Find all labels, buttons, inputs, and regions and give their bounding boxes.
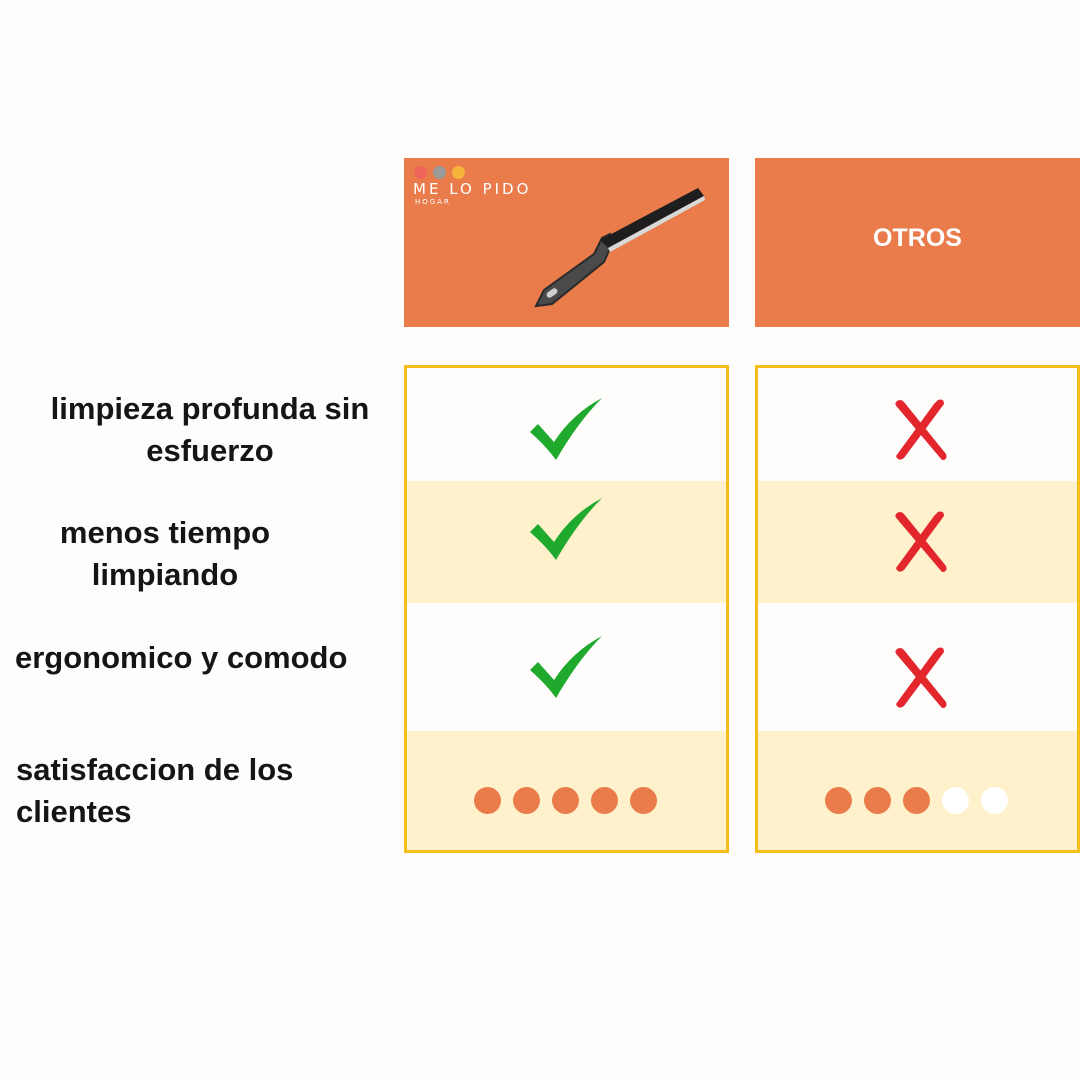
rating-dot-filled: [825, 787, 852, 814]
others-header-label: OTROS: [873, 224, 962, 252]
cross-icon: [895, 399, 947, 460]
check-icon: [530, 498, 602, 560]
rating-dot-filled: [630, 787, 657, 814]
brand-column-frame: [404, 365, 729, 853]
cross-icon: [895, 647, 947, 708]
row-label-less-time: menos tiempo limpiando: [59, 515, 271, 592]
brand-header-card: ME LO PIDO HOGAR: [404, 158, 729, 327]
row-label-satisfaction: satisfaccion de los clientes: [16, 752, 294, 829]
brand-name: ME LO PIDO: [413, 180, 532, 198]
rating-dot-filled: [591, 787, 618, 814]
check-icon: [530, 636, 602, 698]
brush-product-image: [534, 188, 705, 308]
logo-dot-red: [414, 166, 427, 179]
column-gap: [728, 470, 755, 860]
brand-rating: [474, 787, 657, 814]
others-header-card: OTROS: [755, 158, 1080, 327]
rating-dot-empty: [981, 787, 1008, 814]
others-rating: [825, 787, 1008, 814]
row-label-ergonomic: ergonomico y comodo: [15, 640, 348, 675]
rating-dot-filled: [864, 787, 891, 814]
rating-dot-filled: [903, 787, 930, 814]
brand-subtitle: HOGAR: [415, 198, 451, 206]
logo-dot-gray: [433, 166, 446, 179]
rating-dot-filled: [552, 787, 579, 814]
brand-logo-dots: [414, 166, 465, 179]
rating-dot-filled: [513, 787, 540, 814]
logo-dot-yellow: [452, 166, 465, 179]
rating-dot-empty: [942, 787, 969, 814]
others-column-frame: [755, 365, 1080, 853]
check-icon: [530, 398, 602, 460]
row-label-deep-clean: limpieza profunda sin esfuerzo: [50, 391, 370, 468]
rating-dot-filled: [474, 787, 501, 814]
cross-icon: [895, 511, 947, 572]
